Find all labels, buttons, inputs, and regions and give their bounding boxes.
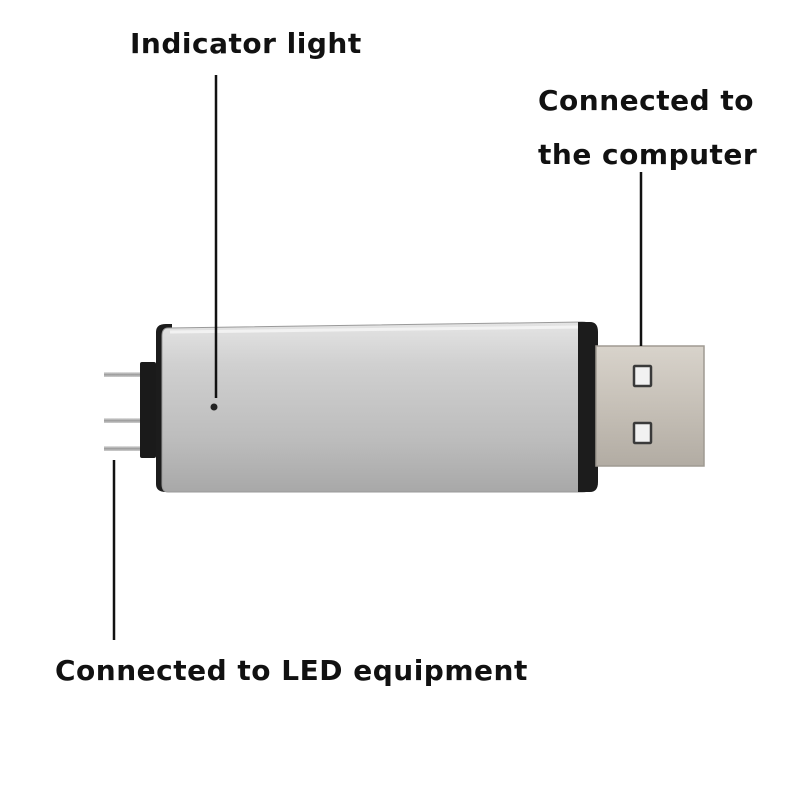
connected-to-led-label: Connected to LED equipment — [55, 654, 528, 687]
computer-label-line-1: Connected to — [538, 84, 755, 117]
usb-plug — [595, 345, 705, 467]
indicator-light-label: Indicator light — [130, 27, 362, 60]
pin-2 — [104, 418, 154, 423]
device-body — [161, 321, 593, 493]
pin-header-block — [140, 362, 156, 458]
computer-label-line-2: the computer — [538, 138, 758, 171]
indicator-light-dot — [210, 403, 218, 411]
pin-1 — [104, 372, 154, 377]
header-pins — [104, 372, 154, 451]
right-end-cap — [578, 322, 598, 492]
usb-plug-slot-top — [632, 364, 653, 388]
usb-plug-slot-bottom — [632, 421, 653, 445]
body-highlight — [169, 325, 581, 334]
connected-to-computer-label: Connected to the computer — [538, 74, 757, 182]
pin-3 — [104, 446, 154, 451]
